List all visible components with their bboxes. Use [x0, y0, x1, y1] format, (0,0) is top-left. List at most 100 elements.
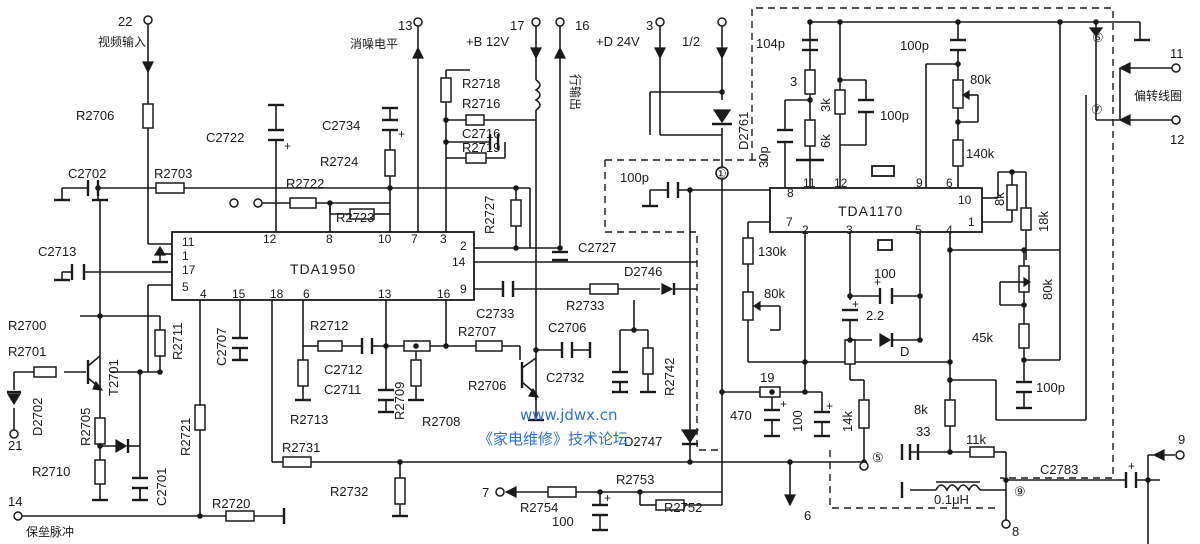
potentiometer-arrows	[752, 89, 1032, 312]
label-r130k: 130k	[758, 244, 787, 259]
pin-label: 17	[182, 263, 196, 277]
tda1950-pins: 11 1 17 5 4 15 18 6 13 16 12 8 10 7 3 2 …	[182, 232, 467, 301]
label-c100-b: 100	[790, 410, 805, 432]
ic-tda1170-label: TDA1170	[838, 203, 903, 219]
resistor	[547, 486, 577, 498]
label-c2727: C2727	[578, 240, 616, 255]
arrow-up-icon	[412, 46, 424, 59]
resistor	[844, 339, 856, 365]
resistor	[952, 139, 964, 167]
label-c104p: 104p	[756, 36, 785, 51]
terminal	[229, 198, 239, 208]
pin-label: 12	[834, 176, 848, 190]
label-d2761: D2761	[736, 112, 751, 150]
terminal	[1001, 519, 1011, 529]
resistor	[1020, 207, 1032, 231]
pin-label: 16	[437, 287, 451, 301]
pin-label: 18	[270, 287, 284, 301]
label-c2734: C2734	[322, 118, 360, 133]
label-r3k: 3k	[818, 98, 833, 112]
terminal	[859, 461, 869, 471]
label-c2732: C2732	[546, 370, 584, 385]
label-r2707: R2707	[458, 324, 496, 339]
resistor	[952, 79, 964, 109]
ic-tda1170-heatsink	[877, 239, 893, 251]
plus-b-label: +B 12V	[466, 34, 509, 49]
label-d2747: D2747	[624, 434, 662, 449]
label-c100p-c: 100p	[620, 170, 649, 185]
mute-level-label: 消噪电平	[350, 37, 398, 51]
resistor	[33, 366, 57, 378]
arrow-down-icon	[654, 47, 666, 60]
pin-label: 9	[460, 282, 467, 296]
resistor	[475, 340, 503, 352]
label-r2711: R2711	[170, 323, 185, 360]
terminal	[715, 166, 729, 180]
label-r2708: R2708	[422, 414, 460, 429]
pin-label: 13	[378, 287, 392, 301]
resistor	[804, 69, 816, 95]
terminal	[655, 17, 665, 27]
terminal	[555, 17, 565, 27]
svg-text:+: +	[780, 397, 787, 411]
svg-text:+: +	[826, 399, 833, 413]
pin-label: 10	[378, 232, 392, 246]
label-r2716: R2716	[462, 96, 500, 111]
label-r14k: 14k	[840, 411, 855, 432]
diode-d2746-icon	[661, 283, 674, 295]
label-r2723: R2723	[336, 210, 374, 225]
circled-5-label: ⑤	[872, 450, 884, 465]
label-c470: 470	[730, 408, 752, 423]
terminal	[1175, 450, 1185, 460]
label-c2707: C2707	[214, 328, 229, 366]
label-c2722: C2722	[206, 130, 244, 145]
label-r2742: R2742	[662, 358, 677, 396]
label-c2711: C2711	[324, 382, 361, 397]
terminal-22-label: 22	[118, 14, 132, 29]
label-r2710: R2710	[32, 464, 70, 479]
pin-label: 3	[846, 223, 853, 237]
label-r2722: R2722	[286, 176, 324, 191]
label-r2712: R2712	[310, 318, 348, 333]
resistor	[154, 329, 166, 357]
resistor	[742, 291, 754, 321]
svg-text:+: +	[284, 139, 291, 153]
label-r2705: R2705	[78, 408, 93, 446]
label-r2706: R2706	[76, 108, 114, 123]
label-c2702: C2702	[68, 166, 106, 181]
arrow-down-icon	[1088, 27, 1104, 37]
terminal-16-label: 16	[575, 18, 589, 33]
label-r2733: R2733	[566, 298, 604, 313]
coil-icon	[534, 79, 981, 492]
diode-icon	[115, 438, 128, 454]
resistor	[225, 510, 255, 522]
label-r8k-b: 8k	[914, 402, 928, 417]
label-r80k-a: 80k	[970, 72, 991, 87]
arrow-down-icon	[716, 47, 728, 60]
resistor	[297, 359, 309, 387]
deflection-leads	[1140, 67, 1172, 121]
label-r2727: R2727	[482, 196, 497, 234]
label-r2720: R2720	[212, 496, 250, 511]
label-r2721: R2721	[178, 418, 193, 456]
arrow-left-icon	[1118, 114, 1131, 126]
svg-text:+: +	[1128, 459, 1135, 473]
pin-label: 11	[182, 235, 195, 249]
label-c2716: C2716	[462, 126, 500, 141]
tda1170-pins: 8 11 12 9 6 10 7 2 3 5 4 1	[786, 176, 975, 237]
label-r2718: R2718	[462, 76, 500, 91]
label-r8k-a: 8k	[992, 192, 1007, 206]
resistor	[1006, 184, 1018, 211]
svg-text:+: +	[852, 297, 859, 311]
label-c30p: 30p	[756, 146, 771, 168]
transistor-t2701-icon	[86, 355, 104, 391]
arrow-left-icon	[1152, 449, 1165, 461]
label-c100p-d: 100p	[1036, 380, 1065, 395]
resistor	[142, 103, 154, 129]
dashed-enclosures	[604, 7, 1114, 509]
pin-label: 8	[787, 186, 794, 200]
label-c33: 33	[916, 424, 930, 439]
label-c2733: C2733	[476, 306, 514, 321]
terminal	[495, 487, 505, 497]
polarity-marks: + + + + + + + +	[284, 127, 1135, 505]
